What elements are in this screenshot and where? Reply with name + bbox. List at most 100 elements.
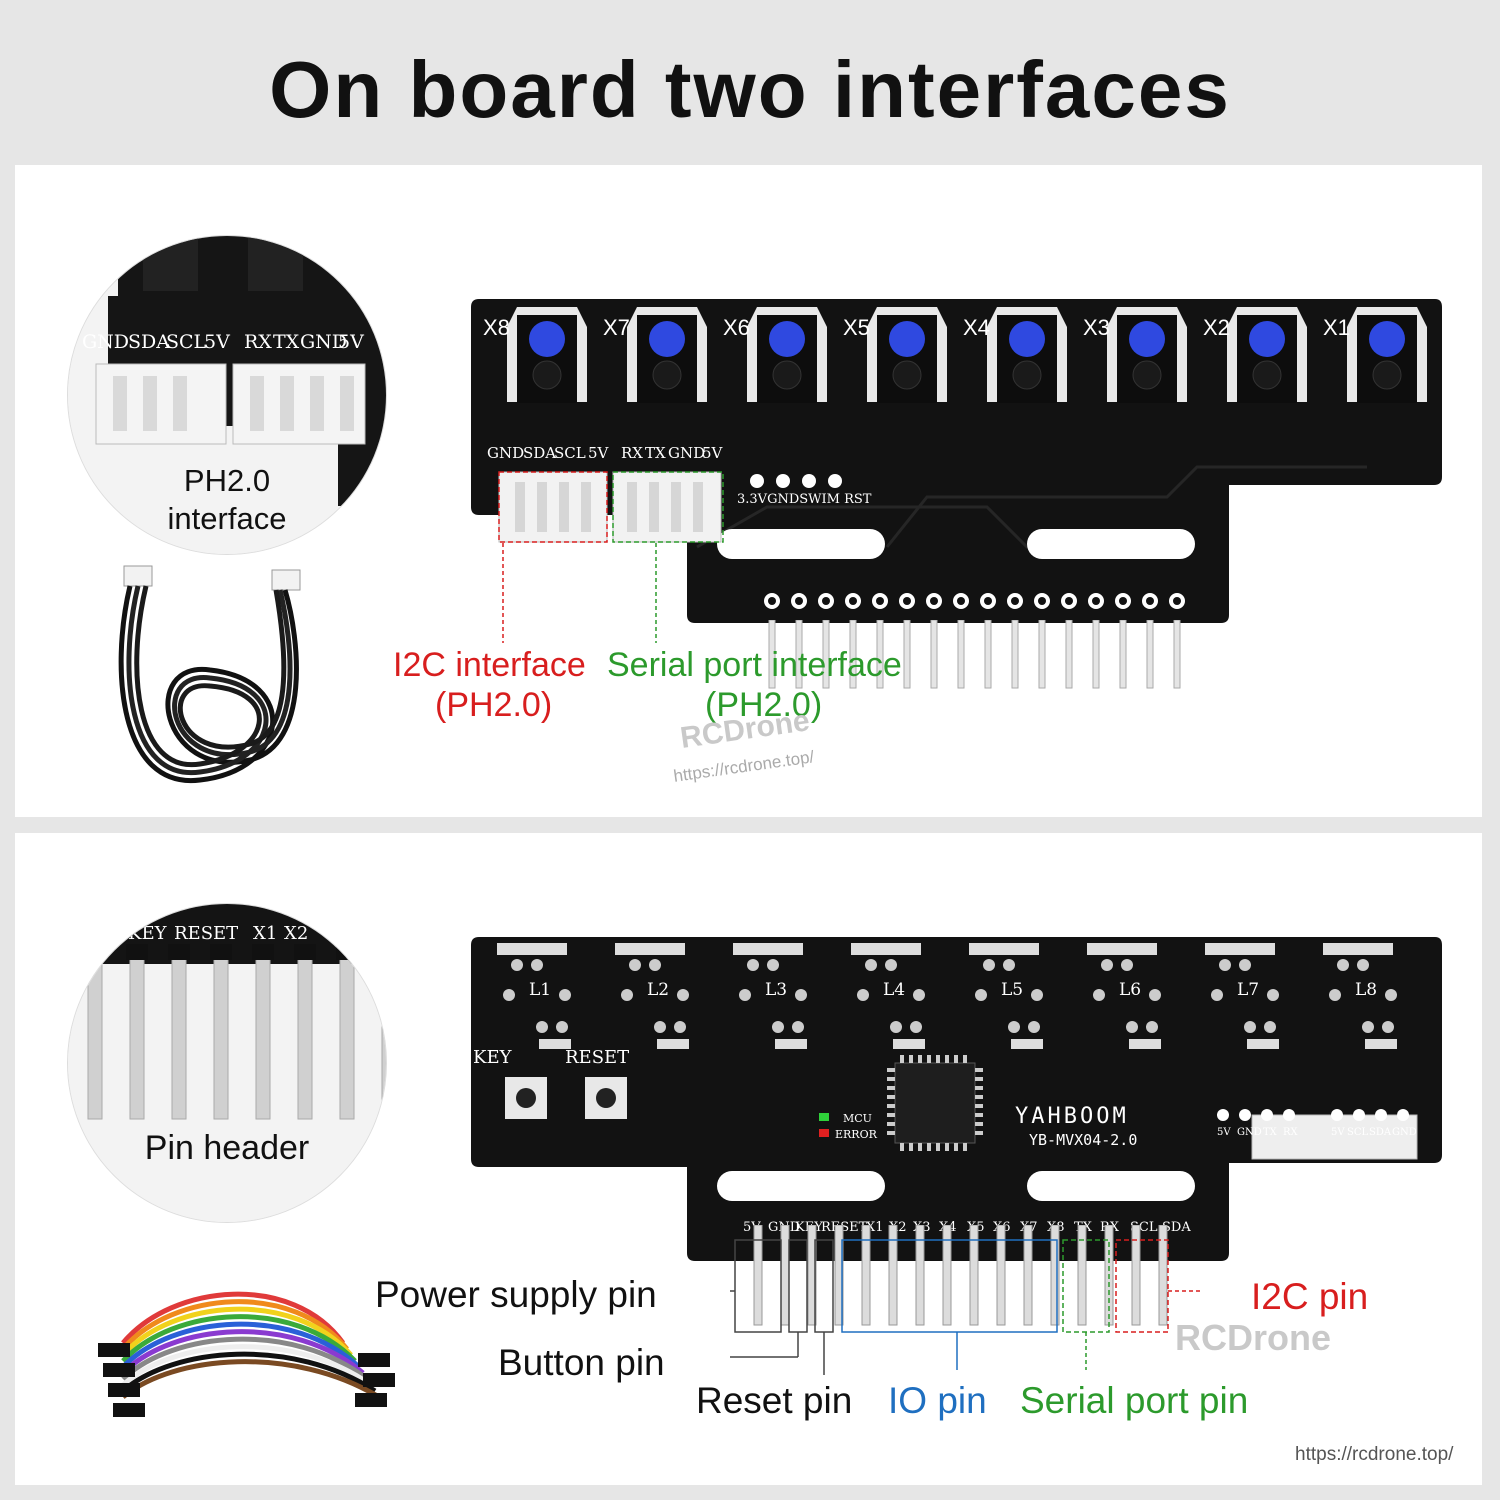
header-pin — [1050, 1225, 1060, 1326]
led-label: L5 — [1001, 980, 1023, 1000]
i2c-interface-label: I2C interface — [393, 646, 586, 684]
right-connector-label: SDA — [1369, 1127, 1392, 1138]
connector-pin-label: RX — [621, 444, 643, 462]
circle-pin-label: KEY — [128, 923, 168, 944]
ir-led — [889, 321, 925, 357]
header-pin — [849, 620, 857, 689]
ir-led — [1009, 321, 1045, 357]
i2c-pin-label: I2C pin — [1251, 1276, 1369, 1317]
connector-pin-label: SCL — [554, 444, 586, 462]
ir-sensor: X6 — [723, 307, 827, 403]
header-pin — [807, 1225, 817, 1326]
ir-led — [1369, 321, 1405, 357]
header-pin — [1092, 620, 1100, 689]
header-pin — [753, 1225, 763, 1326]
header-pin — [1119, 620, 1127, 689]
circle-pin-label: X1 — [253, 923, 277, 944]
ir-sensor: X3 — [1083, 307, 1187, 403]
bottom-panel: D KEY RESET X1 X2 Pin header L1 L2 L3 L4 L5 L… — [15, 833, 1482, 1485]
connector-pin-label: SDA — [523, 444, 556, 462]
ir-sensor: X2 — [1203, 307, 1307, 403]
ir-led — [649, 321, 685, 357]
circle-pin-label: GND — [300, 331, 347, 353]
header-pin — [768, 620, 776, 689]
right-connector-label: TX — [1263, 1127, 1278, 1138]
header-pin — [339, 958, 355, 1120]
circle-pin-label: SCL — [166, 331, 207, 353]
dupont-cable-illustration — [98, 1291, 395, 1417]
ir-sensor: X8 — [483, 307, 587, 403]
header-pin — [129, 958, 145, 1120]
ph20-cable-illustration — [118, 565, 301, 783]
header-pin — [171, 958, 187, 1120]
header-pin — [780, 1225, 790, 1326]
led-cluster: L8 — [1323, 943, 1397, 1049]
ir-led — [1129, 321, 1165, 357]
header-pin — [1065, 620, 1073, 689]
led-cluster: L3 — [733, 943, 807, 1049]
top-panel: GND SDA SCL 5V RX TX GND 5V PH2.0 interf… — [15, 165, 1482, 817]
header-pin — [876, 620, 884, 689]
ir-led — [529, 321, 565, 357]
circle-pin-label: D — [108, 923, 122, 944]
header-pin — [930, 620, 938, 689]
ir-sensor: X1 — [1323, 307, 1427, 403]
sensor-label: X6 — [723, 315, 750, 340]
led-label: L7 — [1237, 980, 1259, 1000]
header-pin — [1131, 1225, 1141, 1326]
mcu-chip — [894, 1062, 976, 1144]
right-connector-label: GND — [1392, 1127, 1417, 1138]
connector-pin-label: TX — [645, 444, 666, 462]
header-pin — [957, 620, 965, 689]
header-pin — [213, 958, 229, 1120]
serial-interface-sublabel: (PH2.0) — [705, 686, 823, 724]
connector-pin-label: GND — [487, 444, 524, 462]
circle-pin-label: 5V — [204, 331, 230, 353]
connector-pin-label: GND — [668, 444, 705, 462]
io-pin-label: IO pin — [888, 1380, 987, 1421]
sensor-label: X1 — [1323, 315, 1350, 340]
circle-pin-label: RX — [244, 331, 272, 353]
sensor-label: X2 — [1203, 315, 1230, 340]
ir-sensor: X5 — [843, 307, 947, 403]
ir-sensor: X7 — [603, 307, 707, 403]
mcu-led-label: MCU — [843, 1112, 872, 1125]
mounting-slot — [1027, 1171, 1195, 1201]
bottom-header-pins — [730, 1225, 1200, 1375]
header-pin — [1038, 620, 1046, 689]
led-cluster: L1 — [497, 943, 571, 1049]
header-pin — [996, 1225, 1006, 1326]
led-cluster: L4 — [851, 943, 925, 1049]
connector-pin-label: 5V — [588, 444, 610, 462]
right-connector-label: SCL — [1347, 1127, 1369, 1138]
header-pin — [822, 620, 830, 689]
pin-header-zoom-image: D KEY RESET X1 X2 — [68, 904, 386, 1222]
board-model: YB-MVX04-2.0 — [1029, 1131, 1137, 1149]
header-pin — [1077, 1225, 1087, 1326]
header-pin — [255, 958, 271, 1120]
led-cluster: L2 — [615, 943, 689, 1049]
page-title: On board two interfaces — [269, 45, 1231, 134]
serial-interface-label: Serial port interface — [607, 646, 902, 684]
led-label: L4 — [883, 980, 905, 1000]
circle-caption: Pin header — [144, 1129, 310, 1167]
ir-led — [769, 321, 805, 357]
header-pin — [1173, 620, 1181, 689]
right-connector-label: 5V — [1331, 1127, 1345, 1138]
right-connector-label: RX — [1283, 1127, 1299, 1138]
led-cluster: L6 — [1087, 943, 1161, 1049]
header-pin — [834, 1225, 844, 1326]
header-pin — [861, 1225, 871, 1326]
power-supply-pin-label: Power supply pin — [375, 1274, 657, 1315]
sensor-label: X8 — [483, 315, 510, 340]
mounting-slot — [717, 1171, 885, 1201]
right-connector-label: 5V — [1217, 1127, 1231, 1138]
top-header-pins — [768, 620, 1181, 689]
callout-lines — [502, 543, 657, 643]
header-pin — [915, 1225, 925, 1326]
header-pin — [1158, 1225, 1168, 1326]
connector-pin-label: 5V — [702, 444, 724, 462]
led-label: L3 — [765, 980, 787, 1000]
